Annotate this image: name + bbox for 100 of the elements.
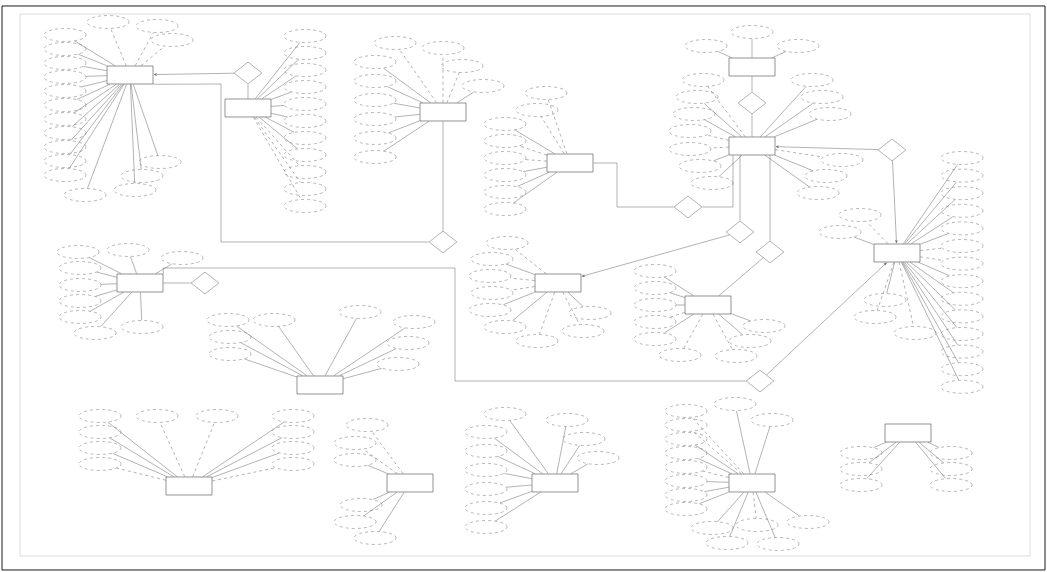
attribute-ellipse [58,294,102,308]
entity-box [419,102,467,122]
connector-line [192,422,215,477]
attribute-ellipse [195,409,239,423]
attribute-ellipse [461,79,505,93]
attribute-ellipse [43,56,87,70]
connector-line [712,314,733,350]
attribute-ellipse [929,478,973,492]
attribute-ellipse [353,531,397,545]
connector-line [457,91,474,103]
attribute-ellipse [633,332,677,346]
relationship-diamond [745,369,775,393]
attribute-ellipse [353,55,397,69]
connector-line [339,348,397,376]
connector-line [373,492,390,500]
connector-line [324,318,357,376]
connector-line [153,73,235,76]
attribute-ellipse [940,239,984,253]
connector-line [567,292,584,307]
attribute-ellipse [658,348,702,362]
connector-line [83,66,107,71]
connector-line [202,421,285,477]
attribute-ellipse [283,131,327,145]
connector-line [755,492,776,538]
connector-line [77,54,107,66]
attribute-ellipse [561,324,605,338]
connector-line [664,276,694,296]
connector-line [713,154,729,162]
entity-box [165,476,213,496]
entity-box [728,57,776,77]
connector-line [74,40,116,66]
relationship-diamond [190,271,220,295]
connector-line [399,49,437,103]
attribute-ellipse [728,334,772,348]
attribute-ellipse [392,315,436,329]
attribute-ellipse [386,336,430,350]
connector-line [446,72,460,103]
connector-line [240,342,303,376]
connector-line [703,103,742,137]
attribute-ellipse [515,334,559,348]
connector-line [153,83,429,243]
entity-box [386,473,434,493]
attribute-ellipse [483,151,527,165]
connector-line [513,172,558,204]
attribute-ellipse [664,404,708,418]
attribute-ellipse [135,19,179,33]
attribute-ellipse [839,446,883,460]
entity-box [873,243,921,263]
connector-line [371,431,404,474]
connector-line [892,160,898,244]
connector-line [70,84,122,141]
attribute-ellipse [678,159,722,173]
connector-line [503,292,535,305]
connector-line [911,216,953,244]
attribute-ellipse [568,306,612,320]
connector-line [669,292,685,298]
connector-line [504,473,532,479]
attribute-ellipse [283,97,327,111]
entity-box [224,98,272,118]
attribute-ellipse [664,418,708,432]
connector-line [163,282,191,284]
attribute-ellipse [78,409,122,423]
attribute-ellipse [345,418,389,432]
connector-line [920,256,944,261]
connector-line [134,32,154,66]
connector-line [702,470,729,478]
connector-line [751,76,753,92]
attribute-ellipse [893,326,937,340]
attribute-ellipse [633,281,677,295]
attribute-ellipse [485,236,529,250]
attribute-ellipse [705,536,749,550]
connector-line [920,233,949,245]
connector-line [155,263,173,274]
attribute-ellipse [664,432,708,446]
attribute-ellipse [376,357,420,371]
connector-line [271,105,285,107]
attribute-ellipse [664,474,708,488]
connector-line [904,181,957,244]
connector-line [514,249,547,274]
attribute-ellipse [333,453,377,467]
attribute-ellipse [353,74,397,88]
attribute-ellipse [43,112,87,126]
connector-line [523,167,547,172]
attribute-ellipse [483,168,527,182]
entity-box [546,153,594,173]
connector-line [906,262,956,311]
connector-line [499,491,532,504]
connector-line [132,84,158,156]
attribute-ellipse [863,293,907,307]
connector-line [560,445,580,474]
connector-line [769,155,771,241]
connector-line [525,159,547,162]
connector-line [691,417,744,474]
connector-line [866,442,900,479]
attribute-ellipse [545,413,589,427]
attribute-ellipse [464,520,508,534]
connector-line [693,431,742,474]
connector-line [130,84,135,184]
connector-line [906,199,956,244]
attribute-ellipse [43,168,87,182]
